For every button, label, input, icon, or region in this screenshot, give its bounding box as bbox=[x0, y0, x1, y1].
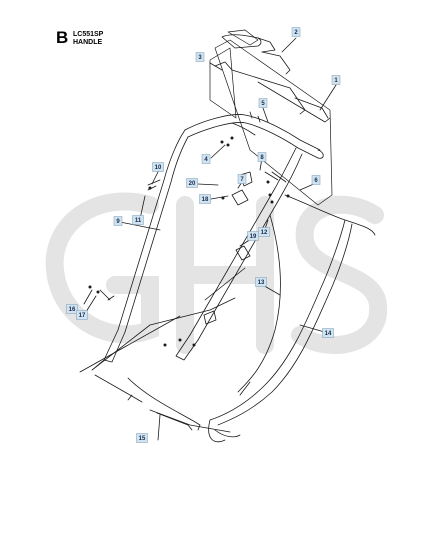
callout-box bbox=[76, 310, 88, 320]
callout-box bbox=[136, 433, 148, 443]
callout-box bbox=[113, 216, 123, 226]
callout-13: 13 bbox=[255, 277, 267, 287]
callout-label: 15 bbox=[139, 436, 146, 442]
callout-label: 18 bbox=[202, 197, 209, 203]
callout-box bbox=[195, 52, 205, 62]
callout-label: 4 bbox=[204, 157, 208, 163]
callout-box bbox=[237, 174, 247, 184]
callout-label: 5 bbox=[261, 101, 265, 107]
callout-10: 10 bbox=[152, 162, 164, 172]
callout-label: 17 bbox=[79, 313, 86, 319]
callout-box bbox=[186, 178, 198, 188]
callout-box bbox=[247, 231, 259, 241]
callout-1: 1 bbox=[331, 75, 341, 85]
callout-box bbox=[331, 75, 341, 85]
callout-label: 8 bbox=[260, 155, 264, 161]
callout-5: 5 bbox=[258, 98, 268, 108]
callout-box bbox=[66, 304, 78, 314]
callout-label: 6 bbox=[314, 178, 318, 184]
callout-label: 2 bbox=[294, 30, 298, 36]
callout-box bbox=[322, 328, 334, 338]
callout-box bbox=[201, 154, 211, 164]
callout-box bbox=[311, 175, 321, 185]
callout-label: 19 bbox=[250, 234, 257, 240]
callout-box bbox=[258, 98, 268, 108]
callout-6: 6 bbox=[311, 175, 321, 185]
callout-label: 9 bbox=[116, 219, 120, 225]
callout-box bbox=[132, 215, 144, 225]
callout-label: 1 bbox=[334, 78, 338, 84]
callout-12: 12 bbox=[258, 227, 270, 237]
callout-label: 3 bbox=[198, 55, 202, 61]
model-number: LC551SP bbox=[73, 31, 104, 38]
section-letter: B bbox=[56, 28, 69, 47]
callout-label: 16 bbox=[69, 307, 76, 313]
callout-box bbox=[255, 277, 267, 287]
callout-7: 7 bbox=[237, 174, 247, 184]
callout-8: 8 bbox=[257, 152, 267, 162]
callout-label: 12 bbox=[261, 230, 268, 236]
callout-label: 11 bbox=[135, 218, 142, 224]
callout-2: 2 bbox=[291, 27, 301, 37]
callout-box bbox=[257, 152, 267, 162]
callout-label: 10 bbox=[155, 165, 162, 171]
callout-3: 3 bbox=[195, 52, 205, 62]
callout-17: 17 bbox=[76, 310, 88, 320]
callout-box bbox=[291, 27, 301, 37]
callout-18: 18 bbox=[199, 194, 211, 204]
callout-label: 13 bbox=[258, 280, 265, 286]
callout-9: 9 bbox=[113, 216, 123, 226]
callout-box bbox=[199, 194, 211, 204]
callout-20: 20 bbox=[186, 178, 198, 188]
callout-label: 14 bbox=[325, 331, 332, 337]
callout-16: 16 bbox=[66, 304, 78, 314]
callout-label: 7 bbox=[240, 177, 244, 183]
callout-box bbox=[152, 162, 164, 172]
callout-11: 11 bbox=[132, 215, 144, 225]
callout-4: 4 bbox=[201, 154, 211, 164]
callout-14: 14 bbox=[322, 328, 334, 338]
callout-19: 19 bbox=[247, 231, 259, 241]
callout-15: 15 bbox=[136, 433, 148, 443]
diagram-title: HANDLE bbox=[73, 39, 103, 46]
callout-label: 20 bbox=[189, 181, 196, 187]
